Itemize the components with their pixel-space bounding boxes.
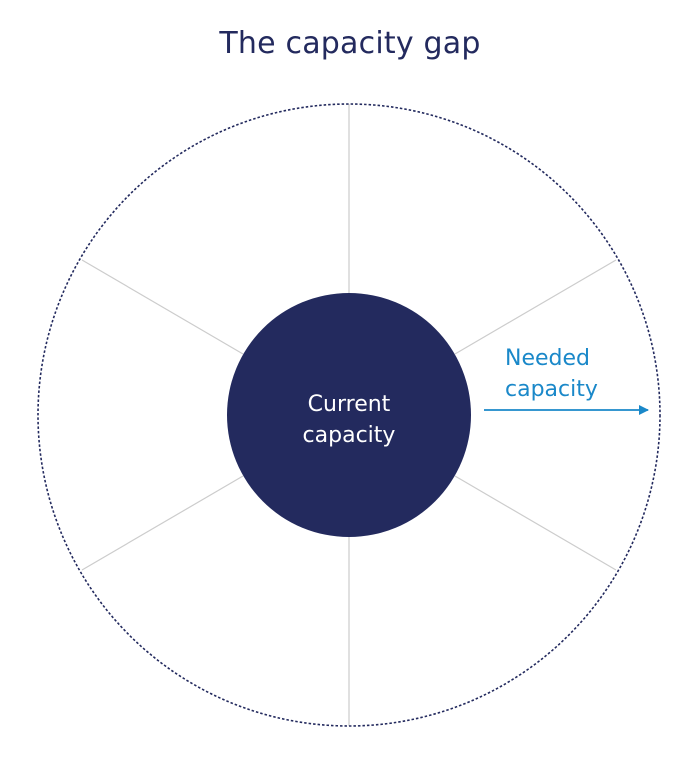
spokes (81, 104, 617, 726)
spoke-upper-right (454, 259, 617, 355)
current-capacity-label-line2: capacity (303, 423, 396, 448)
needed-capacity-label-line1: Needed (505, 346, 590, 371)
needed-capacity-label-line2: capacity (505, 377, 598, 402)
current-capacity-circle (227, 293, 471, 537)
spoke-lower-left (81, 475, 244, 571)
current-capacity-label-line1: Current (308, 392, 391, 417)
outer-ring (37, 103, 661, 727)
diagram-title: The capacity gap (219, 26, 481, 61)
spoke-lower-right (454, 475, 617, 571)
spoke-upper-left (81, 259, 244, 355)
